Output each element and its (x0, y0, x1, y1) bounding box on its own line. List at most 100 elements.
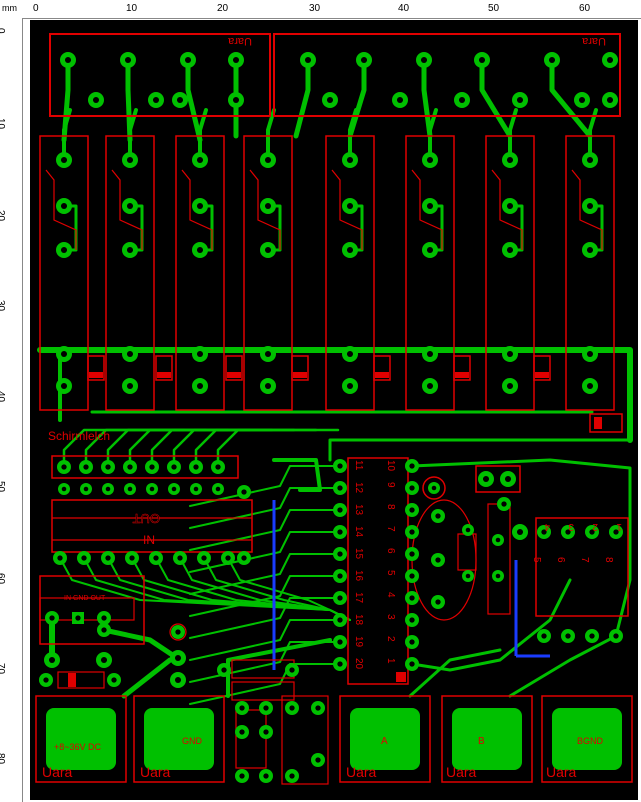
pad-hole (360, 56, 368, 64)
diode-outline (225, 355, 243, 381)
pad-hole (129, 555, 135, 561)
capacitor-outline (422, 476, 446, 500)
diode-band (89, 372, 103, 378)
ruler-tick-label: 0 (33, 3, 39, 14)
pad-hole (337, 485, 343, 491)
pad-hole (337, 529, 343, 535)
relay-mark: Uara (581, 35, 606, 47)
ic-pin-label: 12 (353, 482, 364, 494)
pad-hole (346, 156, 354, 164)
pad-hole (465, 573, 471, 579)
ic-pin-label: 13 (353, 504, 364, 516)
ruler-tick-label: 40 (0, 391, 6, 403)
pad-hole (124, 56, 132, 64)
ruler-tick-label: 20 (217, 3, 229, 14)
copper-trace (125, 57, 133, 143)
pad-hole (565, 529, 571, 535)
pad-hole (263, 705, 269, 711)
rs485-pin-label: 2 (592, 521, 598, 532)
pad-hole (495, 573, 501, 579)
terminal-power-label: +8~36V DC (54, 742, 102, 752)
ic-pin-label: 4 (385, 592, 396, 598)
terminal-mark: Uara (42, 764, 73, 780)
pad-hole (193, 486, 199, 492)
pad-hole (264, 156, 272, 164)
relay-marks: Uara Uara (227, 35, 606, 47)
pad-hole (127, 464, 133, 470)
pad-hole (548, 56, 556, 64)
pad-hole (409, 573, 415, 579)
ruler-tick-label: 60 (579, 3, 591, 14)
pad-hole (177, 555, 183, 561)
copper-trace (189, 531, 341, 573)
pad-hole (482, 475, 490, 483)
pad-hole (43, 677, 49, 683)
pad-hole (61, 486, 67, 492)
pad-hole (435, 513, 441, 519)
pad-hole (264, 382, 272, 390)
ruler-tick-label: 10 (126, 3, 138, 14)
pad-hole (409, 639, 415, 645)
relay-switch-symbol (181, 169, 213, 250)
pad-hole (613, 633, 619, 639)
pad-hole (196, 246, 204, 254)
pad-hole (196, 156, 204, 164)
pad-hole (149, 464, 155, 470)
relay-outline (405, 135, 455, 411)
pad-hole (409, 463, 415, 469)
relay-outline (485, 135, 535, 411)
pad-hole (409, 529, 415, 535)
copper-trace (508, 634, 618, 698)
pad-hole (105, 464, 111, 470)
pcb-board[interactable]: Schirmlelch OUT IN IN GND OUT +8~36V DC … (30, 20, 638, 800)
diode-outline (373, 355, 391, 381)
ic-pin-label: 19 (353, 636, 364, 648)
copper-trace (216, 428, 340, 469)
copper-trace (61, 57, 71, 143)
diode-outline (291, 355, 309, 381)
terminal-gnd-label: GND (182, 736, 203, 746)
ruler-tick-label: 0 (0, 28, 6, 34)
relay-switch-symbol (45, 169, 77, 250)
pad-hole (409, 661, 415, 667)
relay-switch-symbol (249, 169, 281, 250)
power-header-label: IN GND OUT (64, 595, 106, 602)
pad-hole (105, 486, 111, 492)
copper-trace (272, 458, 322, 492)
ic-pin-label: 9 (385, 482, 396, 488)
relay-outline (105, 135, 155, 411)
relay-bank-outline (273, 33, 621, 117)
pad-hole (396, 96, 404, 104)
transistor-outline (281, 695, 329, 785)
pad-hole (239, 729, 245, 735)
pad-hole (420, 56, 428, 64)
ic-pin-label: 10 (385, 460, 396, 472)
relay-outline (175, 135, 225, 411)
ruler-tick-label: 40 (398, 3, 410, 14)
pad-hole (506, 382, 514, 390)
pad-hole (541, 529, 547, 535)
screw-terminal-outline (541, 695, 633, 783)
relay-outline (565, 135, 615, 411)
company-label: Schirmlelch (48, 429, 110, 443)
pad-hole (426, 202, 434, 210)
ic-pin-label: 3 (385, 614, 396, 620)
relay-switch-symbol (571, 169, 603, 250)
resistor-outline (231, 681, 295, 701)
ic-pin-label: 14 (353, 526, 364, 538)
copper-trace (227, 557, 351, 621)
in-header-label: IN (143, 533, 155, 547)
terminal-copper-pad (46, 708, 116, 770)
ic-pin-label: 16 (353, 570, 364, 582)
pad-hole (506, 202, 514, 210)
relay-outline (243, 135, 293, 411)
mounting-hole (169, 623, 187, 641)
ruler-tick-label: 50 (488, 3, 500, 14)
pad-hole (337, 507, 343, 513)
pad-hole (225, 555, 231, 561)
pad-hole (64, 56, 72, 64)
pad-hole (126, 382, 134, 390)
terminal-copper-pad (552, 708, 622, 770)
